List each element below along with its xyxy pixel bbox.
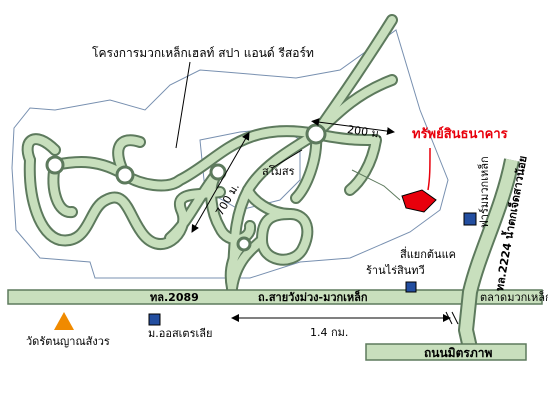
temple-label: วัดรัตนญาณสังวร xyxy=(26,335,110,348)
dist-14-break xyxy=(445,311,459,325)
mittraphap-road xyxy=(365,343,527,361)
samosorn-label: สโมสร xyxy=(262,165,295,178)
intersection-label: สี่แยกต้นแค xyxy=(400,248,457,261)
dist-700-arrow xyxy=(191,131,250,233)
market-label: ตลาดมวกเหล็ก xyxy=(480,291,548,304)
building-icon-university xyxy=(148,313,161,326)
property-arrow-icon xyxy=(427,147,431,191)
building-icon-farm xyxy=(463,212,477,226)
dist-14-label: 1.4 กม. xyxy=(310,326,349,339)
samosorn-pointer xyxy=(271,149,303,169)
hwy-2089-label: ทล.2089 xyxy=(150,291,199,304)
mittraphap-label: ถนนมิตรภาพ xyxy=(424,346,493,360)
building-icon-shop xyxy=(405,281,417,293)
dist-200-arrow xyxy=(311,118,395,136)
main-road-2089 xyxy=(7,289,543,305)
farm-label: ฟาร์มมวกเหล็ก xyxy=(478,156,491,228)
temple-icon xyxy=(54,312,74,330)
road-main-label: ถ.สายวังม่วง-มวกเหล็ก xyxy=(258,291,368,304)
property-plot-road xyxy=(351,169,401,201)
property-marker-icon xyxy=(401,189,437,213)
property-label: ทรัพย์สินธนาคาร xyxy=(412,127,508,142)
university-label: ม.ออสเตรเลีย xyxy=(148,327,213,340)
road-network-outline xyxy=(21,14,398,294)
shop-label: ร้านไร่สินทวี xyxy=(366,264,425,277)
project-boundary xyxy=(11,29,449,279)
project-pointer xyxy=(175,61,191,149)
project-label: โครงการมวกเหล็กเฮลท์ สปา แอนด์ รีสอร์ท xyxy=(92,46,314,60)
